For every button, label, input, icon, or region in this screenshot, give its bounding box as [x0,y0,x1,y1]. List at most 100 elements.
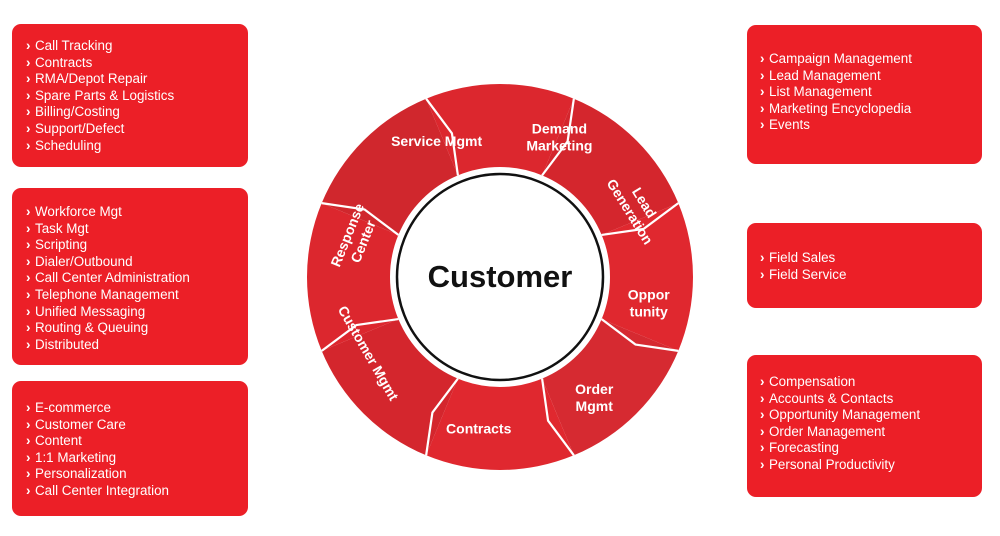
list-item: ›Call Center Administration [26,270,190,286]
list-item: ›Accounts & Contacts [760,390,894,406]
chevron-right-icon: › [26,237,31,253]
segment-label-line: tunity [630,304,668,320]
ecommerce-features-list: ›E-commerce ›Customer Care ›Content ›1:1… [26,400,248,500]
separator-service-mgmt [541,98,575,177]
list-item: ›Customer Care [26,416,126,432]
chevron-right-icon: › [26,303,31,319]
segment-label-line: Mgmt [576,398,614,414]
separator-response-center [425,98,459,176]
chevron-right-icon: › [760,390,765,406]
segment-customer-mgmt [307,203,399,351]
segment-label-service-mgmt: Service Mgmt [391,133,482,149]
segment-service-mgmt [426,83,574,176]
segment-order-mgmt [426,378,574,470]
chevron-right-icon: › [26,104,31,120]
list-item: ›Scripting [26,237,88,253]
list-item: ›Task Mgt [26,220,89,236]
segment-separators [321,98,679,456]
field-features-list: ›Field Sales ›Field Service [760,250,982,283]
call-center-features-box: ›Workforce Mgt ›Task Mgt ›Scripting ›Dia… [12,188,248,365]
chevron-right-icon: › [760,100,765,116]
list-item: ›Events [760,117,810,133]
list-item: ›RMA/Depot Repair [26,71,148,87]
list-item: ›1:1 Marketing [26,449,117,465]
chevron-right-icon: › [26,416,31,432]
field-features-box: ›Field Sales ›Field Service [747,223,982,308]
chevron-right-icon: › [760,117,765,133]
sales-features-box: ›Compensation ›Accounts & Contacts ›Oppo… [747,355,982,497]
chevron-right-icon: › [26,270,31,286]
service-features-list: ›Call Tracking ›Contracts ›RMA/Depot Rep… [26,38,248,154]
segment-label-line: Contracts [446,421,512,437]
list-item: ›Field Sales [760,250,836,265]
center-circle [395,172,605,382]
chevron-right-icon: › [760,67,765,83]
chevron-right-icon: › [26,482,31,498]
list-item: ›Compensation [760,374,856,389]
chevron-right-icon: › [760,266,765,282]
separator-customer-mgmt [321,202,400,236]
service-features-box: ›Call Tracking ›Contracts ›RMA/Depot Rep… [12,24,248,167]
chevron-right-icon: › [26,87,31,103]
chevron-right-icon: › [26,336,31,352]
segment-lead-generation [601,203,693,351]
chevron-right-icon: › [760,374,765,389]
list-item: ›Forecasting [760,440,839,456]
chevron-right-icon: › [26,54,31,70]
separator-order-mgmt [425,377,459,456]
chevron-right-icon: › [760,407,765,423]
list-item: ›Distributed [26,336,100,352]
chevron-right-icon: › [26,120,31,136]
segment-demand-marketing [542,98,679,235]
chevron-right-icon: › [26,137,31,153]
list-item: ›Call Tracking [26,38,113,53]
list-item: ›List Management [760,84,872,100]
segment-label-line: Marketing [526,138,592,154]
separator-opportunity [541,378,575,456]
list-item: ›Spare Parts & Logistics [26,87,175,103]
list-item: ›Scheduling [26,137,102,153]
segment-label-contracts: Contracts [446,421,512,437]
list-item: ›Telephone Management [26,286,179,302]
list-item: ›Support/Defect [26,120,125,136]
segment-opportunity [542,319,679,456]
center-label: Customer [428,259,573,294]
chevron-right-icon: › [760,51,765,66]
list-item: ›Contracts [26,54,93,70]
marketing-features-box: ›Campaign Management ›Lead Management ›L… [747,25,982,164]
list-item: ›Field Service [760,266,847,282]
chevron-right-icon: › [26,204,31,219]
chevron-right-icon: › [26,433,31,449]
chevron-right-icon: › [26,320,31,336]
list-item: ›Workforce Mgt [26,204,122,219]
chevron-right-icon: › [26,449,31,465]
segment-label-line: Order [575,381,614,397]
list-item: ›Campaign Management [760,51,912,66]
segment-label-line: Demand [532,121,587,137]
list-item: ›Unified Messaging [26,303,146,319]
list-item: ›E-commerce [26,400,111,415]
chevron-right-icon: › [760,456,765,472]
list-item: ›Content [26,433,82,449]
chevron-right-icon: › [26,220,31,236]
list-item: ›Opportunity Management [760,407,921,423]
list-item: ›Personal Productivity [760,456,895,472]
sales-features-list: ›Compensation ›Accounts & Contacts ›Oppo… [760,374,982,474]
chevron-right-icon: › [26,286,31,302]
list-item: ›Call Center Integration [26,482,169,498]
list-item: ›Routing & Queuing [26,320,149,336]
list-item: ›Personalization [26,466,127,482]
chevron-right-icon: › [26,400,31,415]
list-item: ›Lead Management [760,67,881,83]
segment-label-line: Oppor [628,287,671,303]
wheel-segments [307,83,693,470]
segment-label-line: Service Mgmt [391,133,482,149]
segment-contracts [321,319,458,456]
separator-lead-generation [600,318,679,352]
chevron-right-icon: › [760,423,765,439]
chevron-right-icon: › [760,440,765,456]
list-item: ›Order Management [760,423,886,439]
marketing-features-list: ›Campaign Management ›Lead Management ›L… [760,51,982,134]
